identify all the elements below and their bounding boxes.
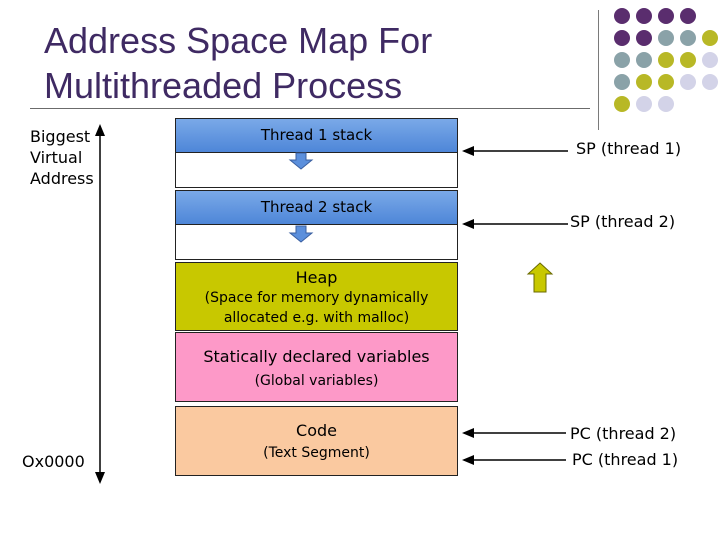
decor-vertical-line bbox=[598, 10, 599, 130]
decor-dot-grid bbox=[614, 8, 718, 112]
pc-thread1-arrow bbox=[462, 455, 566, 465]
zero-address-label: Ox0000 bbox=[22, 452, 85, 471]
dot-row-2 bbox=[614, 30, 718, 46]
sp-thread2-arrow bbox=[462, 219, 568, 229]
dot-row-4 bbox=[614, 74, 718, 90]
thread2-stack-label: Thread 2 stack bbox=[260, 198, 373, 216]
static-desc: (Global variables) bbox=[254, 373, 379, 389]
biggest-virtual-address-label: Biggest Virtual Address bbox=[30, 126, 94, 189]
sp-thread1-arrow bbox=[462, 146, 568, 156]
thread1-stack-box: Thread 1 stack bbox=[175, 118, 458, 153]
title-line-1: Address Space Map For bbox=[44, 20, 433, 61]
pc-thread2-label: PC (thread 2) bbox=[570, 424, 677, 443]
static-variables-box: Statically declared variables (Global va… bbox=[175, 332, 458, 402]
code-title: Code bbox=[296, 421, 337, 440]
address-axis-arrow bbox=[95, 124, 105, 484]
thread2-stack-grow-arrow bbox=[288, 225, 314, 243]
heap-desc-line-1: (Space for memory dynamically bbox=[204, 290, 429, 306]
sp-thread1-label: SP (thread 1) bbox=[576, 139, 682, 158]
static-title: Statically declared variables bbox=[203, 347, 430, 366]
heap-desc-line-2: allocated e.g. with malloc) bbox=[223, 310, 410, 326]
heap-box: Heap (Space for memory dynamically alloc… bbox=[175, 262, 458, 331]
heap-title: Heap bbox=[295, 268, 338, 287]
thread1-stack-label: Thread 1 stack bbox=[260, 126, 373, 144]
title-line-2: Multithreaded Process bbox=[44, 65, 403, 106]
pc-thread2-arrow bbox=[462, 428, 566, 438]
dot-row-5 bbox=[614, 96, 674, 112]
title-divider bbox=[30, 108, 590, 109]
thread1-stack-grow-arrow bbox=[288, 152, 314, 170]
pc-thread1-label: PC (thread 1) bbox=[572, 450, 679, 469]
thread2-free-space bbox=[175, 224, 458, 260]
slide-title: Address Space Map For Multithreaded Proc… bbox=[44, 18, 432, 108]
dot-row-1 bbox=[614, 8, 696, 24]
code-desc: (Text Segment) bbox=[263, 445, 370, 461]
sp-thread2-label: SP (thread 2) bbox=[570, 212, 676, 231]
thread1-free-space bbox=[175, 152, 458, 188]
code-segment-box: Code (Text Segment) bbox=[175, 406, 458, 476]
addr-label-line-3: Address bbox=[30, 169, 94, 188]
dot-row-3 bbox=[614, 52, 718, 68]
addr-label-line-1: Biggest bbox=[30, 127, 91, 146]
addr-label-line-2: Virtual bbox=[30, 148, 83, 167]
heap-grow-arrow bbox=[526, 262, 554, 293]
